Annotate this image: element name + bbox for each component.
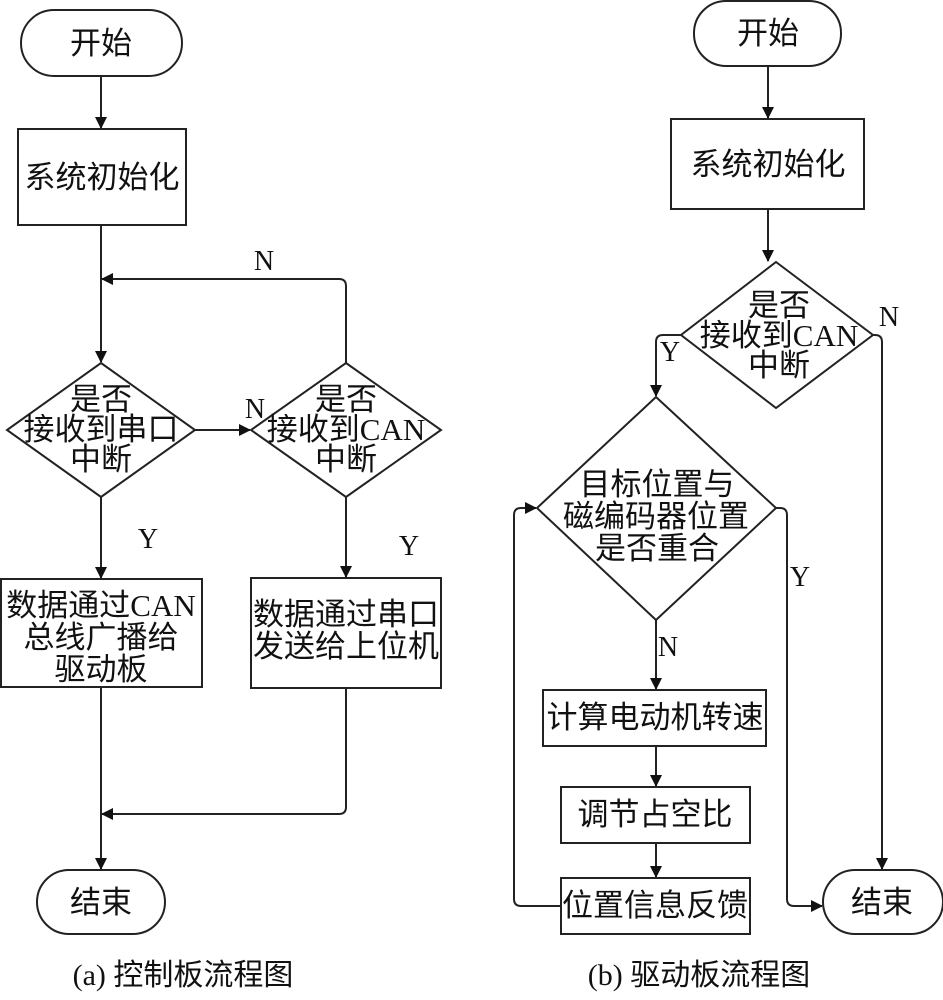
b-end-label: 结束 [851, 885, 913, 920]
a-decision-serial-line1: 是否 [70, 382, 132, 417]
a-start-label: 开始 [70, 26, 132, 61]
b-start-label: 开始 [737, 16, 799, 51]
b-decision-position-line3: 是否重合 [595, 531, 719, 566]
b-decision-position-line1: 目标位置与 [580, 467, 735, 502]
b-init-label: 系统初始化 [691, 147, 846, 182]
a-send-serial-line2: 发送给上位机 [253, 629, 439, 664]
b-arrow-can-yes [650, 334, 681, 397]
b-label-can-yes: Y [660, 337, 680, 368]
a-broadcast-can-box [0, 578, 203, 688]
a-broadcast-line3: 驱动板 [55, 652, 148, 687]
a-label-can-no: N [254, 246, 274, 277]
a-label-serial-yes: Y [138, 524, 158, 555]
b-decision-position-line2: 磁编码器位置 [563, 499, 749, 534]
a-init-box [17, 128, 187, 226]
b-decision-can-line2: 接收到CAN [700, 318, 858, 353]
b-calc-speed-label: 计算电动机转速 [547, 700, 764, 735]
b-calc-speed-box [542, 689, 767, 747]
a-end-terminator [36, 869, 166, 935]
a-decision-serial-line2: 接收到串口 [24, 412, 179, 447]
a-init-label: 系统初始化 [25, 160, 180, 195]
b-feedback-label: 位置信息反馈 [562, 888, 748, 923]
a-label-serial-no: N [245, 394, 265, 425]
a-decision-serial-line3: 中断 [70, 442, 132, 477]
b-feedback-box [560, 877, 751, 935]
b-adjust-duty-box [560, 786, 751, 844]
a-decision-can-line3: 中断 [315, 442, 377, 477]
b-end-terminator [822, 869, 943, 935]
b-decision-can-line3: 中断 [748, 348, 810, 383]
a-arrow-can-no-loop [101, 273, 347, 363]
b-caption: (b) 驱动板流程图 [588, 959, 810, 992]
a-send-serial-box [250, 577, 442, 689]
a-end-label: 结束 [70, 885, 132, 920]
b-arrow-feedback-loop [513, 502, 561, 907]
b-arrow-position-yes [776, 507, 823, 912]
b-label-position-yes: Y [790, 562, 810, 593]
b-decision-can-line1: 是否 [748, 288, 810, 323]
a-broadcast-line2: 总线广播给 [24, 620, 179, 655]
a-label-can-yes: Y [399, 531, 419, 562]
b-decision-can [679, 260, 875, 410]
panel-b-driver-board: 开始 系统初始化 是否 接收到CAN 中断 Y N 目标位置与 磁编码器位置 是… [513, 0, 943, 992]
a-decision-can-line2: 接收到CAN [267, 412, 425, 447]
a-decision-can-line1: 是否 [315, 382, 377, 417]
b-adjust-duty-label: 调节占空比 [578, 797, 733, 832]
a-send-serial-line1: 数据通过串口 [253, 597, 439, 632]
a-arrow-send-merge [101, 688, 347, 820]
b-label-can-no: N [879, 302, 899, 333]
b-label-position-no: N [658, 632, 678, 663]
a-caption: (a) 控制板流程图 [73, 959, 294, 992]
b-arrow-can-no [873, 334, 888, 870]
panel-a-control-board: 开始 系统初始化 N 是否 接收到串口 中断 N 是否 接收到CAN 中断 Y … [0, 9, 443, 992]
a-broadcast-line1: 数据通过CAN [6, 588, 195, 623]
